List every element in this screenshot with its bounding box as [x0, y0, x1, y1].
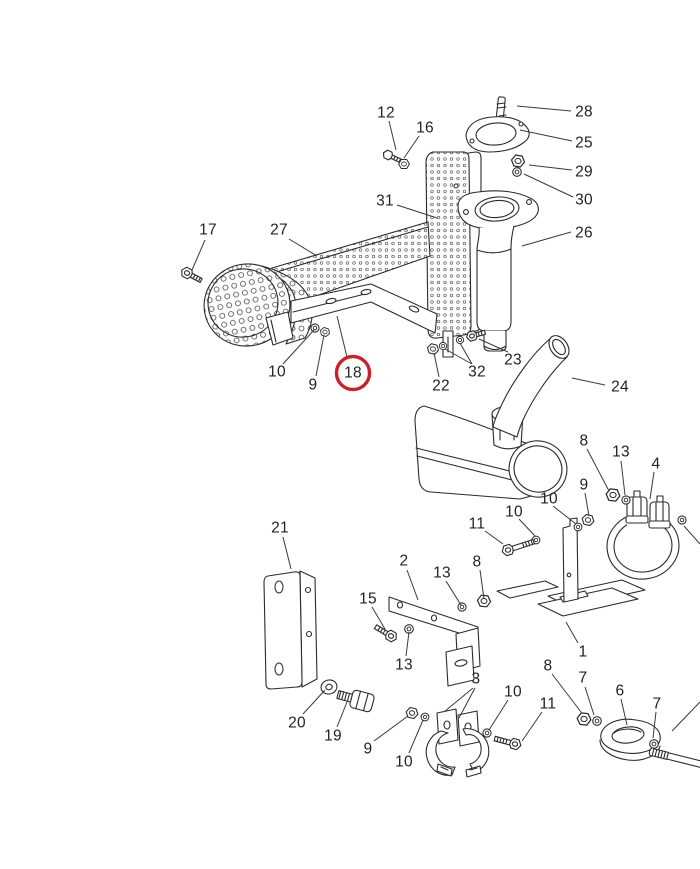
- callout-19-label: 19: [324, 727, 342, 745]
- callout-27-label: 27: [270, 221, 288, 239]
- callout-11-label-2: 11: [539, 695, 557, 713]
- washer-10-low2: [482, 728, 492, 738]
- callout-13-label-1: 13: [612, 443, 630, 461]
- pipe-clamp-3: [425, 708, 490, 778]
- exhaust-stack: [457, 96, 539, 352]
- washer-13-mid: [621, 495, 631, 505]
- callout-9-label-2: 9: [579, 476, 589, 494]
- mounting-strap-18: [290, 283, 438, 334]
- bolt-17: [181, 266, 203, 284]
- bolt-12: [382, 149, 402, 164]
- callout-16-label: 16: [416, 119, 434, 137]
- elbow-flange-6: [599, 718, 661, 761]
- washer-7a: [592, 716, 602, 726]
- washer-10-left: [310, 323, 320, 333]
- bolt-11-mid: [501, 538, 535, 557]
- callout-10-label-1: 10: [268, 363, 286, 381]
- callout-21-label: 21: [271, 519, 289, 537]
- callout-7-label-1: 7: [578, 669, 588, 687]
- callout-9-label-1: 9: [308, 376, 318, 394]
- washer-10-mid1: [573, 522, 583, 532]
- callout-22-label: 22: [432, 377, 450, 395]
- washer-20: [320, 679, 338, 695]
- callout-18-label-highlighted[interactable]: 18: [344, 364, 362, 382]
- callout-10-label-3: 10: [505, 503, 523, 521]
- washer-13-low2: [457, 602, 467, 612]
- washer-7b: [649, 739, 659, 749]
- strap-bracket-2: [388, 596, 481, 687]
- nut-8-right: [575, 711, 593, 727]
- support-bracket-1: [496, 517, 646, 617]
- callout-3-label: 3: [471, 670, 481, 688]
- callout-2-label: 2: [399, 552, 409, 570]
- nut-9-mid: [580, 513, 596, 527]
- washer-10-low1: [420, 712, 430, 722]
- bolt-19: [336, 689, 375, 713]
- callout-10-label-5: 10: [504, 683, 522, 701]
- callout-9-label-3: 9: [363, 740, 373, 758]
- exhaust-clamp-4: [606, 490, 680, 580]
- tailpipe-24: [492, 335, 570, 438]
- muffler-body: [414, 335, 570, 500]
- callout-7-label-2: 7: [652, 695, 662, 713]
- bolt-23: [466, 329, 487, 342]
- callout-6-label: 6: [615, 682, 625, 700]
- nut-9-left: [318, 326, 332, 338]
- callout-28-label: 28: [575, 103, 593, 121]
- callout-12-label: 12: [377, 104, 395, 122]
- callout-8-label-3: 8: [543, 657, 553, 675]
- callout-10-label-2: 10: [540, 490, 558, 508]
- callout-13-label-3: 13: [395, 656, 413, 674]
- callout-20-label: 20: [288, 714, 306, 732]
- bracket-plate-21: [263, 570, 318, 690]
- leader-lines: [191, 105, 700, 754]
- washer-30: [512, 167, 522, 177]
- lower-heat-shield: [203, 221, 431, 347]
- callout-13-label-2: 13: [433, 564, 451, 582]
- callout-1-label: 1: [578, 643, 588, 661]
- callout-17-label: 17: [199, 221, 217, 239]
- nut-8-mid: [604, 487, 622, 503]
- nut-29: [509, 153, 527, 169]
- bolt-edge: [648, 747, 700, 769]
- callout-26-label: 26: [575, 224, 593, 242]
- bolt-15: [373, 624, 397, 643]
- callout-10-label-4: 10: [395, 753, 413, 771]
- callout-32-label: 32: [468, 363, 486, 381]
- callout-31-label: 31: [376, 192, 394, 210]
- nut-9-low: [404, 706, 420, 720]
- callout-8-label-1: 8: [579, 432, 589, 450]
- callout-25-label: 25: [575, 134, 593, 152]
- muffler-pipe-26: [457, 190, 539, 352]
- highlight-circle: [334, 354, 372, 392]
- callout-11-label-1: 11: [468, 515, 486, 533]
- callout-30-label: 30: [575, 191, 593, 209]
- washer-clamp-side: [677, 515, 687, 525]
- bolt-11-low: [493, 735, 522, 751]
- washer-32a: [438, 341, 448, 351]
- callout-29-label: 29: [575, 163, 593, 181]
- nut-22: [425, 342, 441, 356]
- callout-4-label: 4: [651, 455, 661, 473]
- nut-16: [398, 159, 410, 169]
- callout-15-label: 15: [359, 590, 377, 608]
- washer-32b: [455, 335, 465, 345]
- callout-24-label: 24: [611, 378, 629, 396]
- callout-23-label: 23: [504, 351, 522, 369]
- callout-8-label-2: 8: [472, 553, 482, 571]
- flange-gasket-25: [465, 116, 530, 153]
